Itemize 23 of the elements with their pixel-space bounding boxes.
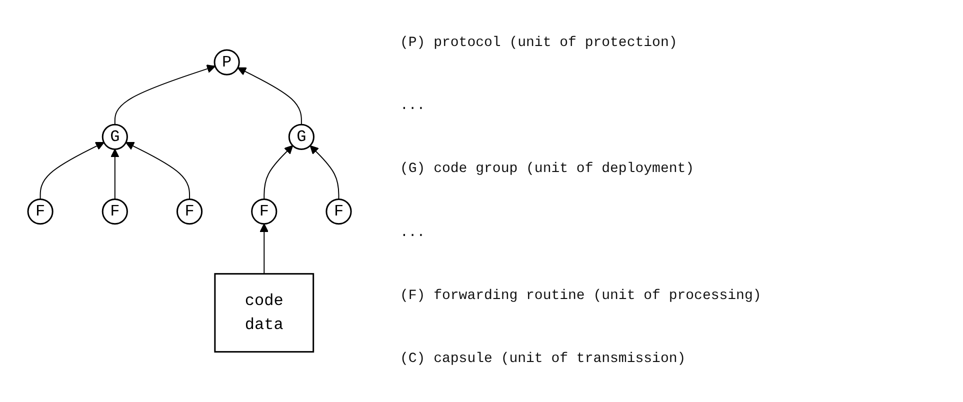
arrow: [110, 148, 120, 200]
arrow: [114, 64, 216, 126]
legend-note: (G) code group (unit of deployment): [400, 161, 694, 178]
node-circle: F: [252, 198, 278, 225]
node-circle: P: [214, 49, 240, 76]
node-circle: F: [326, 198, 352, 225]
arrow: [264, 145, 294, 200]
legend-note: (C) capsule (unit of transmission): [400, 351, 686, 368]
node-circle: G: [102, 124, 128, 150]
legend-note: (P) protocol (unit of protection): [400, 34, 678, 51]
node-circle: F: [176, 198, 204, 225]
node-circle: F: [102, 198, 128, 225]
legend-note: (F) forwarding routine (unit of processing): [400, 288, 762, 304]
node-box: code data: [214, 273, 315, 353]
arrow: [126, 142, 190, 200]
arrow: [260, 224, 269, 274]
legend-note: ...: [400, 224, 426, 241]
arrow: [238, 67, 302, 126]
arrow: [310, 145, 340, 200]
legend-note: ...: [400, 98, 426, 114]
node-circle: G: [288, 124, 315, 150]
node-circle: F: [28, 198, 54, 225]
arrow: [40, 142, 105, 200]
